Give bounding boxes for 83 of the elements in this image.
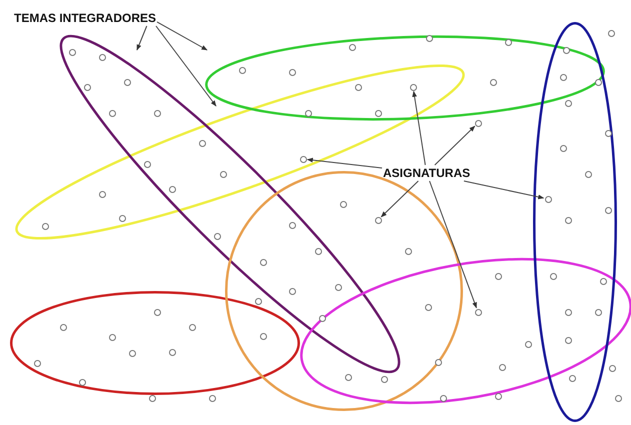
arrow	[136, 26, 148, 51]
subject-dot	[344, 374, 352, 380]
subject-dot	[314, 248, 322, 254]
subject-dot	[474, 308, 482, 316]
subject-dot	[494, 272, 502, 280]
subject-dot	[168, 348, 176, 356]
subject-dot	[318, 314, 326, 322]
subject-dot	[614, 394, 622, 402]
heading-label: TEMAS INTEGRADORES	[14, 11, 156, 25]
subject-dot	[108, 334, 116, 340]
subject-dot	[340, 200, 346, 208]
subject-dot	[124, 78, 130, 86]
subject-dot	[188, 324, 196, 330]
subject-dot	[562, 46, 570, 54]
subject-dot	[564, 308, 572, 316]
subject-dot	[260, 332, 266, 340]
subject-dot	[594, 308, 602, 316]
subject-dot	[564, 216, 572, 224]
subject-dot	[34, 360, 40, 366]
heading-label: ASIGNATURAS	[383, 166, 470, 180]
subject-dot	[568, 374, 576, 382]
subject-dot	[348, 44, 356, 50]
subject-dot	[118, 214, 126, 222]
subject-dot	[524, 340, 532, 348]
arrow	[306, 158, 382, 168]
subject-dot	[474, 120, 482, 126]
subject-dot	[584, 170, 592, 178]
subject-dot	[608, 30, 614, 36]
subject-dot	[214, 232, 220, 240]
arrow	[380, 180, 419, 218]
subject-dot	[374, 216, 382, 224]
subject-dot	[288, 68, 296, 76]
subject-dot	[68, 48, 76, 56]
subject-dot	[426, 34, 432, 42]
subject-dot	[604, 206, 612, 214]
subject-dot	[300, 156, 306, 162]
subject-dot	[154, 110, 160, 116]
subject-dot	[254, 298, 262, 304]
arrow	[156, 26, 216, 106]
subject-dot	[42, 222, 48, 230]
subject-dot	[128, 350, 136, 356]
subject-dot	[550, 272, 556, 280]
subject-dot	[334, 284, 342, 290]
subject-dot	[288, 288, 296, 294]
subject-dot	[144, 160, 150, 168]
arrow	[429, 180, 477, 308]
subject-dot	[260, 258, 266, 266]
subject-dot	[560, 144, 566, 152]
arrow	[434, 126, 476, 166]
subject-dot	[564, 100, 572, 106]
subject-dot	[404, 248, 412, 254]
arrow	[463, 180, 544, 200]
subject-dot	[84, 84, 90, 90]
subject-dot	[354, 84, 362, 90]
subject-dot	[608, 364, 616, 372]
subject-dot	[98, 190, 106, 198]
subject-dot	[410, 84, 416, 90]
subject-dot	[288, 222, 296, 228]
subject-dot	[600, 278, 606, 284]
subject-dot	[108, 110, 116, 116]
subject-dot	[304, 110, 312, 116]
arrow	[156, 21, 208, 50]
subject-dot	[490, 78, 496, 86]
subject-dot	[440, 394, 446, 402]
subject-dot	[154, 308, 160, 316]
arrow	[412, 90, 426, 166]
subject-dot	[208, 394, 216, 402]
subject-dot	[560, 74, 566, 80]
subject-dot	[374, 110, 382, 116]
subject-dot	[98, 54, 106, 60]
subject-dot	[564, 336, 572, 344]
subject-dot	[220, 170, 226, 178]
subject-dot	[544, 196, 552, 202]
subject-dot	[424, 304, 432, 310]
subject-dot	[78, 378, 86, 386]
subject-dot	[60, 324, 66, 330]
subject-dot	[168, 186, 176, 192]
subject-dot	[604, 130, 612, 136]
subject-dot	[198, 140, 206, 146]
subject-dot	[434, 358, 442, 366]
subject-dot	[498, 364, 506, 370]
subject-dot	[380, 376, 388, 382]
subject-dot	[238, 66, 246, 74]
